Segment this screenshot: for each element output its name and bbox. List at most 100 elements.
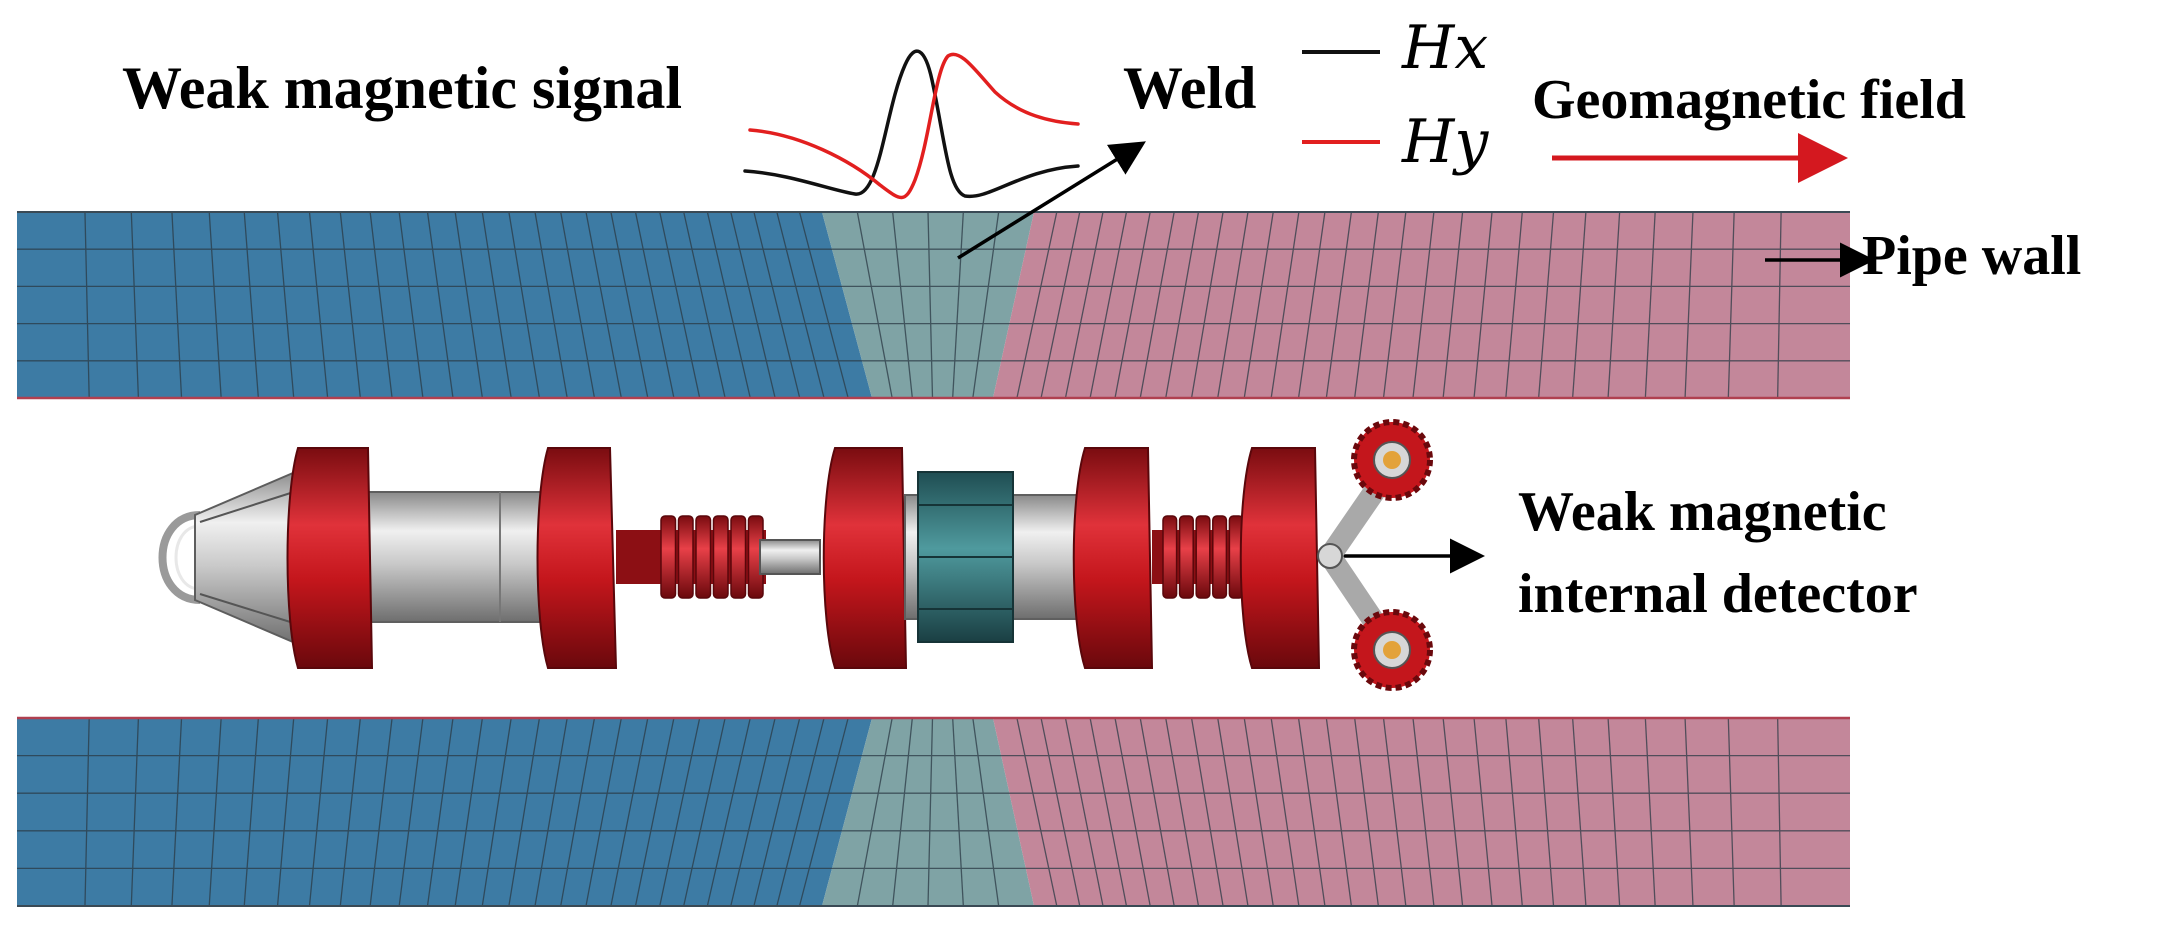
mesh-line [508,717,541,907]
detector-cup-2 [536,447,618,669]
mesh-line [1270,211,1300,399]
mesh-line [276,717,295,907]
detector-arm-pivot [1317,543,1343,569]
mesh-line [1190,211,1224,399]
mesh-line [308,717,329,907]
mesh-line [1473,717,1493,907]
detector-label-line2: internal detector [1518,563,1918,625]
mesh-line [1776,717,1782,907]
mesh-line [426,211,454,399]
geomagnetic-field-label: Geomagnetic field [1532,69,1966,131]
mesh-line [585,717,622,907]
mesh-line [130,717,140,907]
mesh-line [1505,211,1523,399]
mesh-line [1217,717,1249,907]
mesh-line [1165,211,1200,399]
mesh-line [454,211,484,399]
mesh-line [1442,211,1464,399]
mesh-line [208,211,222,399]
mesh-line [369,211,393,399]
mesh-line [481,211,512,399]
mesh-line [1505,717,1523,907]
detector-lower-wheel [1351,609,1433,691]
mesh-line [560,717,596,907]
mesh-line [683,211,726,399]
detector-spring-1 [660,515,764,599]
mesh-line [426,717,454,907]
mesh-line [1165,717,1200,907]
detector-joint-1 [759,539,821,575]
mesh-line [1354,211,1379,399]
mesh-line [1382,211,1407,399]
mesh-line [339,211,362,399]
mesh-line [1354,717,1379,907]
upper-pipe-left-segment [17,212,872,398]
hx-signal-curve [743,49,1080,199]
spring-coil [677,515,694,599]
mesh-line [1016,211,1058,399]
upper-pipe-right-segment [993,212,1850,398]
mesh-line [369,717,393,907]
mesh-line [1040,717,1081,907]
mesh-line [1089,211,1128,399]
mesh-line [1325,211,1353,399]
nose-cone-strut-1 [199,489,301,523]
mesh-line [1412,211,1435,399]
mesh-line [927,717,934,907]
mesh-line [1727,211,1735,399]
detector-cup-5 [1239,447,1321,669]
mesh-line [1571,717,1587,907]
detector-cup-3 [822,447,908,669]
detector-cup-4 [1072,447,1154,669]
mesh-line [398,717,424,907]
mesh-line [1243,211,1274,399]
mesh-line [508,211,541,399]
mesh-line [1270,717,1300,907]
internal-detector [158,419,1433,691]
mesh-line [610,211,649,399]
mesh-line [952,717,964,907]
mesh-line [730,717,776,907]
mesh-line [634,211,675,399]
mesh-line [1412,717,1435,907]
mesh-line [892,717,913,907]
mesh-line [1139,211,1175,399]
mesh-line [610,717,649,907]
hy-signal-curve [748,52,1080,200]
mesh-line [972,717,1000,907]
mesh-line [706,211,751,399]
lower-pipe-wall [17,716,1850,907]
weld-label: Weld [1123,55,1257,121]
detector-label-line1: Weak magnetic [1518,481,1887,543]
spring-coil [730,515,747,599]
spring-coil [1195,515,1211,599]
detector-cup-1 [286,447,374,669]
mesh-line [1776,211,1782,399]
mesh-line [1607,211,1621,399]
mesh-line [560,211,596,399]
mesh-line [730,211,776,399]
mesh-line [1537,211,1555,399]
mesh-line [1064,717,1104,907]
mesh-line [1040,211,1081,399]
mesh-line [1297,211,1326,399]
mesh-line [1644,211,1656,399]
signal-curves [743,49,1080,200]
mesh-line [659,211,701,399]
lower-pipe-mesh [17,717,1850,907]
mesh-line [534,211,568,399]
mesh-line [659,717,701,907]
mesh-line [1297,717,1326,907]
detector-nose-loop [158,511,201,604]
detector-upper-wheel [1351,419,1433,501]
mesh-line [1243,717,1274,907]
mesh-line [243,211,260,399]
mesh-line [276,211,295,399]
mesh-line [952,211,964,399]
mesh-line [1325,717,1353,907]
mesh-line [171,717,183,907]
detector-nose-loop-inner [174,524,201,591]
spring-coil [660,515,677,599]
upper-weld-segment [822,212,1034,398]
mesh-line [84,211,90,399]
